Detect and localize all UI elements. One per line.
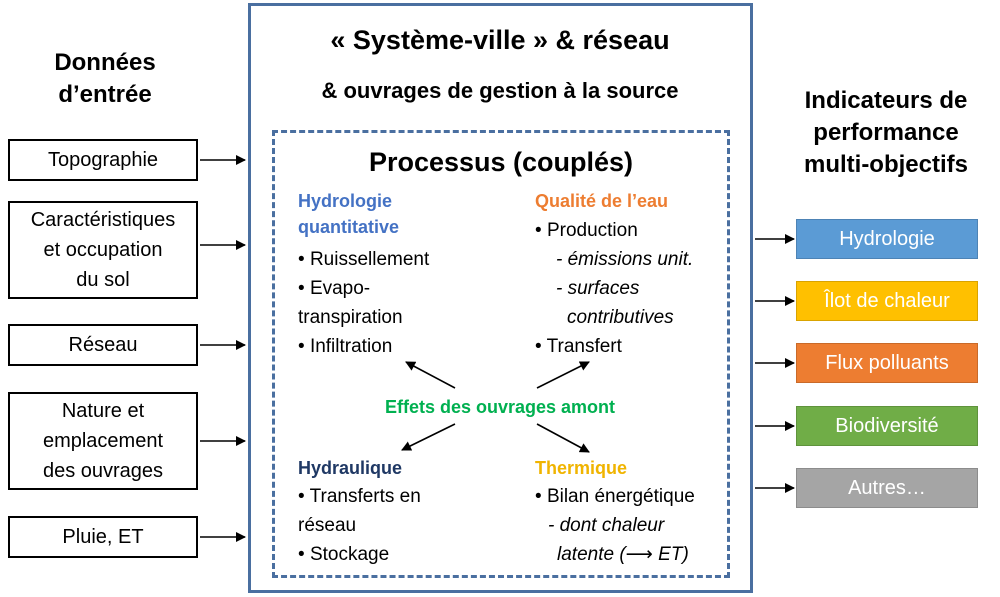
thermique-item-label: Bilan énergétique [546,486,695,507]
qualite-subitem: - surfaces [556,278,640,299]
output-biodiversite: Biodiversité [796,406,978,446]
bullet: • [298,249,305,270]
hydraulique-item-label: Stockage [309,544,390,565]
effect-arrow-hydraulique [401,423,456,451]
bullet: • [298,336,305,357]
bullet: • [298,278,305,299]
bullet: • [298,486,305,507]
qualite-item-label: Transfert [546,336,622,357]
effect-arrow-hydrologie [405,361,456,389]
hydrologie-item: • Evapo- [298,274,370,303]
output-flux-polluants: Flux polluants [796,343,978,383]
thermique-subitem: - dont chaleur [548,515,665,536]
input-data-heading: Données d’entrée [54,49,156,108]
hydraulique-item: • Stockage [298,540,389,569]
hydrologie-title: Hydrologie quantitative [298,191,400,237]
hydrologie-item-continued: transpiration [298,307,403,328]
hydrologie-item: • Infiltration [298,332,392,361]
input-ouvrages: Nature et emplacement des ouvrages [8,392,198,490]
qualite-title: Qualité de l’eau [535,191,669,211]
output-hydrologie: Hydrologie [796,219,978,259]
hydrologie-item: • Ruissellement [298,245,429,274]
thermique-item: • Bilan énergétique [535,482,695,511]
system-city-frame [248,3,753,593]
hydraulique-item-label: Transferts en [309,486,421,507]
system-subtitle: & ouvrages de gestion à la source [321,78,679,103]
system-title: « Système-ville » & réseau [330,25,670,55]
input-reseau: Réseau [8,324,198,366]
indicators-heading: Indicateurs de performance multi-objecti… [803,87,968,178]
output-ilot-chaleur: Îlot de chaleur [796,281,978,321]
bullet: • [535,486,542,507]
qualite-subitem: contributives [567,307,674,328]
thermique-title: Thermique [535,458,628,478]
processes-title: Processus (couplés) [368,147,634,177]
effets-ouvrages-label: Effets des ouvrages amont [384,397,616,417]
input-topographie: Topographie [8,139,198,181]
output-autres: Autres… [796,468,978,508]
effect-arrow-qualite [536,361,590,389]
bullet: • [298,544,305,565]
qualite-subitem: - émissions unit. [556,249,694,270]
bullet: • [535,336,542,357]
hydraulique-item: • Transferts en [298,482,421,511]
hydrologie-item-label: Evapo- [309,278,371,299]
input-occupation-sol: Caractéristiques et occupation du sol [8,201,198,299]
hydrologie-item-label: Ruissellement [309,249,430,270]
hydraulique-title: Hydraulique [298,458,403,478]
hydrologie-item-label: Infiltration [309,336,393,357]
qualite-item: • Transfert [535,332,622,361]
hydraulique-item-continued: réseau [298,515,357,536]
qualite-item: • Production [535,216,638,245]
effect-arrow-thermique [536,423,590,453]
input-pluie-et: Pluie, ET [8,516,198,558]
qualite-item-label: Production [546,220,638,241]
processes-box [272,130,730,578]
thermique-subitem: latente (⟶ ET) [557,544,689,565]
bullet: • [535,220,542,241]
